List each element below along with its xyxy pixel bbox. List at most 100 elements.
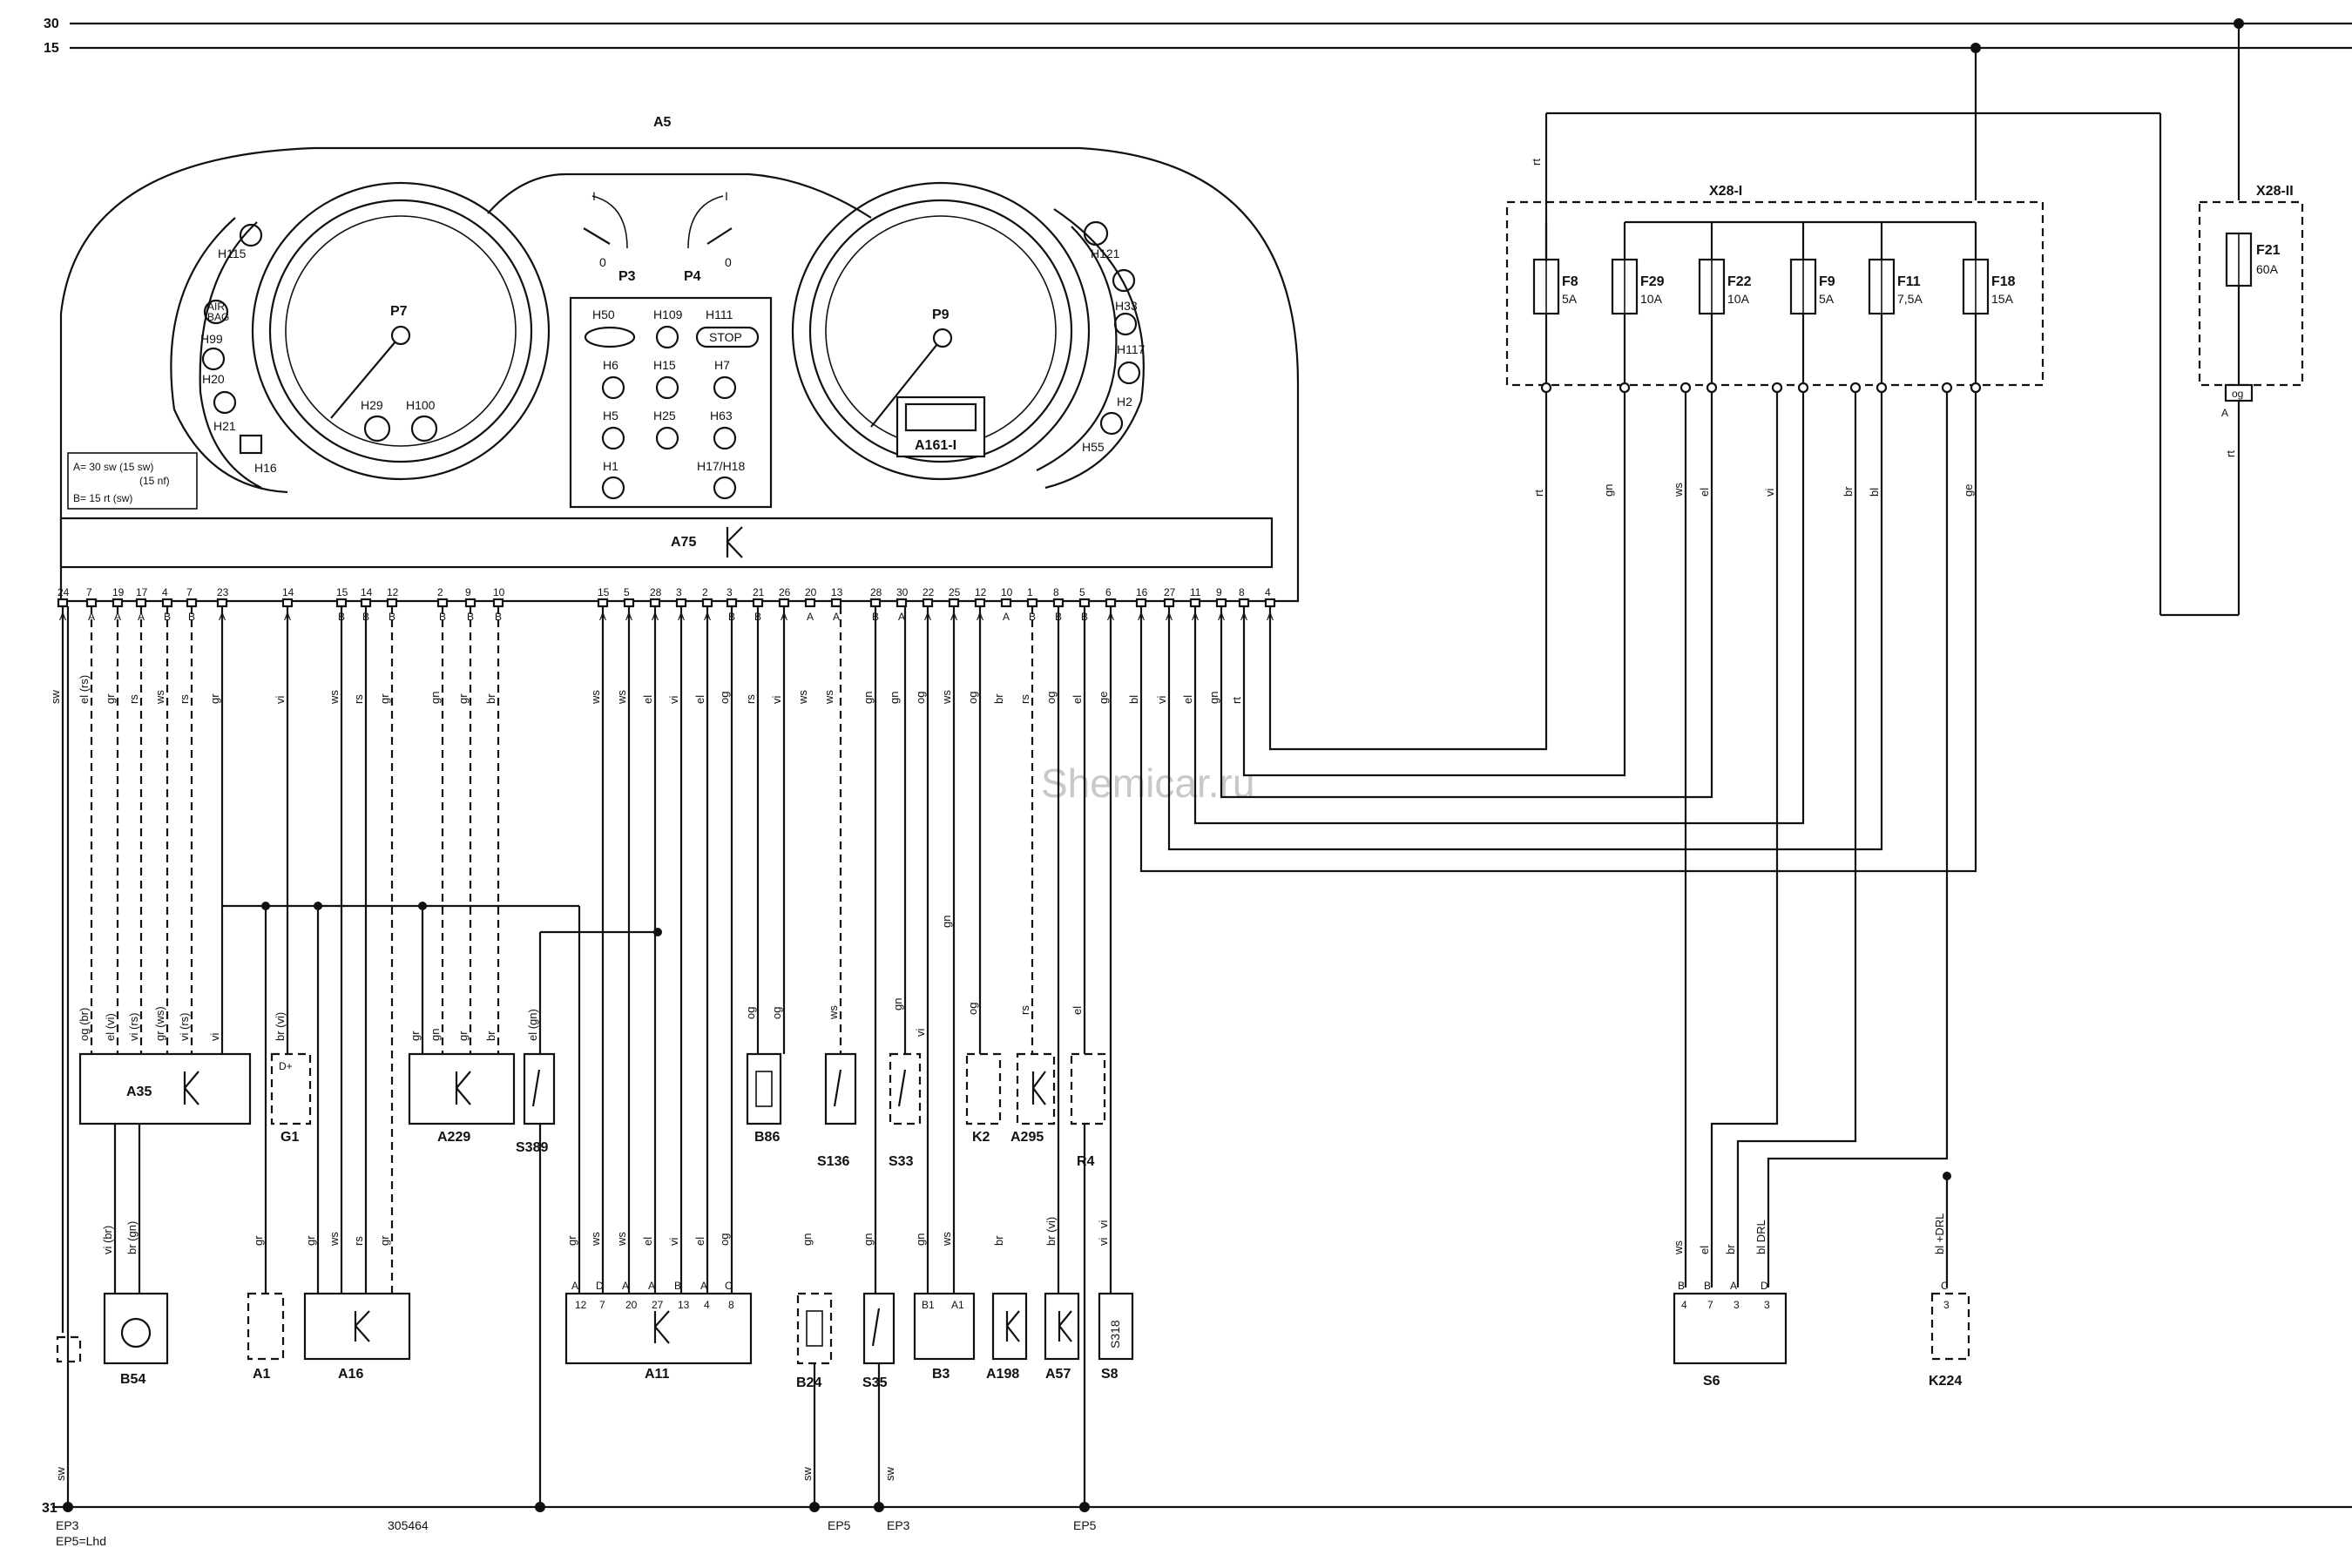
display-digits — [904, 402, 977, 432]
comp-a295 — [1016, 1052, 1056, 1125]
p7-gauge-inner — [285, 215, 517, 447]
rail-15-label: 15 — [44, 41, 59, 56]
a11-pin: 4 — [704, 1299, 710, 1311]
pin-side: B — [439, 611, 446, 623]
fusebox1-pin — [1849, 382, 1862, 394]
feed-wire — [1242, 392, 1626, 777]
wire-color: br (vi) — [1044, 1217, 1058, 1246]
wire-s6-br — [1736, 392, 1857, 1288]
p4-scale — [687, 195, 724, 249]
p3-min: 0 — [599, 255, 606, 269]
wire-color: gr — [409, 1031, 422, 1041]
fuse-rating: 10A — [1727, 292, 1750, 306]
wire-color: og — [966, 1003, 979, 1015]
pin-number: 9 — [1216, 586, 1222, 598]
comp-s6 — [1673, 1292, 1788, 1365]
pin-wire-color: el — [693, 695, 706, 704]
cluster-label: A5 — [653, 115, 672, 130]
pin-number: 9 — [465, 586, 471, 598]
comp-k2 — [965, 1052, 1002, 1125]
pin-terminal — [161, 598, 173, 608]
pin-terminal — [974, 598, 986, 608]
fuse-rating: 7,5A — [1897, 292, 1923, 306]
wire-color: og — [718, 1233, 731, 1246]
a35-symbol — [183, 1071, 199, 1105]
lamp-h17-h18-icon — [713, 476, 737, 500]
fusebox1-pin — [1876, 382, 1888, 394]
feed-wire — [1139, 392, 1977, 873]
pin-terminal — [1052, 598, 1064, 608]
pin-terminal — [1215, 598, 1227, 608]
a11-symbol — [653, 1310, 670, 1344]
ground-ep3: EP3 — [56, 1518, 79, 1532]
pin-terminal — [701, 598, 713, 608]
p7-gauge-ring — [268, 199, 533, 463]
comp-s8 — [1098, 1292, 1134, 1361]
right-lamp-arc-inner — [1036, 226, 1118, 471]
stop-text: STOP — [709, 330, 742, 344]
fuse-rating: 5A — [1562, 292, 1578, 306]
instrument-cluster: A5 P7 H29 H100 P9 A161-I I 0 — [59, 115, 1300, 603]
center-lamp-panel — [569, 296, 773, 509]
b24-resistor — [806, 1310, 823, 1347]
s6-pin: 3 — [1764, 1299, 1770, 1311]
a11-pin: 20 — [625, 1299, 638, 1311]
pin-number: 7 — [186, 586, 193, 598]
p3-label: P3 — [618, 269, 636, 284]
pin-number: 11 — [1190, 586, 1201, 598]
pin-wire-color: rs — [352, 694, 365, 704]
a295-symbol — [1031, 1071, 1046, 1105]
comp-s6-label: S6 — [1703, 1374, 1720, 1389]
a16-symbol — [354, 1310, 370, 1342]
comp-s136 — [824, 1052, 857, 1125]
pin-wire-color: rs — [178, 694, 191, 704]
ground-ep3-b: EP3 — [887, 1518, 910, 1532]
feed-wire — [1268, 392, 1548, 751]
comp-b86-label: B86 — [754, 1130, 780, 1145]
fusebox1-pin — [1797, 382, 1809, 394]
comp-s389 — [523, 1052, 556, 1125]
fusebox1-out-wire: vi — [1763, 489, 1776, 497]
pin-terminal — [1264, 598, 1276, 608]
comp-a16-label: A16 — [338, 1367, 363, 1382]
comp-a198-label: A198 — [986, 1367, 1019, 1382]
pin-number: 17 — [136, 586, 148, 598]
pin-wire-color: br — [992, 693, 1005, 704]
lamp-h115-label: H115 — [218, 247, 247, 260]
pin-wire-color: gn — [888, 692, 901, 704]
pin-terminal — [85, 598, 98, 608]
pin-side: A — [138, 611, 145, 623]
comp-a57-label: A57 — [1045, 1367, 1071, 1382]
pin-number: 6 — [1105, 586, 1112, 598]
pin-terminal — [1135, 598, 1147, 608]
lamp-h6-label: H6 — [603, 358, 618, 372]
lamp-h15-label: H15 — [653, 358, 676, 372]
fusebox1-label: X28-I — [1709, 184, 1742, 199]
lamp-h117-icon — [1113, 312, 1138, 336]
pin-wire-color: vi — [1155, 696, 1168, 705]
pin-wire-color: el (rs) — [78, 675, 91, 704]
watermark: Shemicar.ru — [1041, 760, 1254, 806]
wire-color: vi (rs) — [127, 1013, 140, 1042]
pin-wire-color: br — [484, 693, 497, 704]
p4-min: 0 — [725, 255, 732, 269]
wire-color: sw — [883, 1467, 896, 1482]
pin-terminal — [752, 598, 764, 608]
lamp-h29-icon — [363, 415, 391, 443]
wire-color: sw — [801, 1467, 814, 1482]
s6-pin: 4 — [1681, 1299, 1687, 1311]
lamp-h109-label: H109 — [653, 308, 683, 321]
lamp-h5-icon — [601, 426, 625, 450]
s389-switch — [531, 1069, 541, 1107]
pin-wire-color: ws — [153, 690, 166, 705]
s6-pin: 7 — [1707, 1299, 1713, 1311]
pin-number: 7 — [86, 586, 92, 598]
wire-color: vi — [1097, 1220, 1110, 1229]
lamp-h7-icon — [713, 375, 737, 400]
pin-number: 28 — [650, 586, 662, 598]
pin-wire-color: ws — [615, 690, 628, 705]
junction-k224 — [1943, 1172, 1951, 1180]
pin-number: 8 — [1053, 586, 1059, 598]
lamp-h7-label: H7 — [714, 358, 730, 372]
wire-color: og — [744, 1007, 757, 1019]
